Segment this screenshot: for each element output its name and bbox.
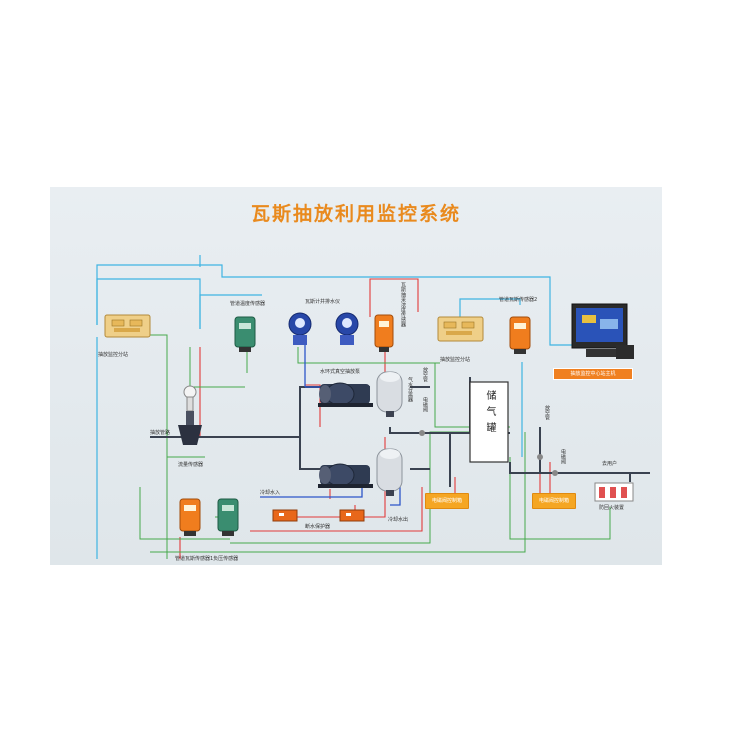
label-host: 抽放监控中心站主机 xyxy=(553,368,633,380)
label-solenoid-left: 电磁阀 xyxy=(422,397,428,412)
valves xyxy=(419,430,558,476)
storage-tank-device xyxy=(469,381,509,463)
bottom-sensor-2-device xyxy=(217,498,239,536)
label-water-in: 冷却水入 xyxy=(260,490,281,496)
gas-meter-2-device xyxy=(335,312,359,345)
substation-left-device xyxy=(104,314,151,338)
label-tank: 储气罐 xyxy=(484,390,495,438)
host-computer-device xyxy=(571,303,634,359)
label-pipe-gas-2: 管道瓦斯传感器2 xyxy=(499,297,538,303)
label-pump-top: 水环式真空抽放泵 xyxy=(320,369,361,375)
label-solenoid-right: 电磁阀 xyxy=(560,449,566,464)
label-substation-left: 抽放监控分站 xyxy=(98,352,129,358)
water-protector-1-device xyxy=(272,509,298,522)
label-flow-sensor: 流量传感器 xyxy=(178,462,204,468)
label-substation-right: 抽放监控分站 xyxy=(440,357,471,363)
label-separator-top: 气水分离器 xyxy=(407,377,413,402)
pipe-gas-sensor-2-device xyxy=(509,316,531,354)
gas-meter-1-device xyxy=(288,312,312,345)
vacuum-pump-2-device xyxy=(318,463,373,488)
flow-meter-device xyxy=(178,385,202,445)
label-to-user: 去用户 xyxy=(602,461,618,467)
bottom-sensor-1-device xyxy=(179,498,201,536)
label-vent-right: 放空管 xyxy=(544,405,550,420)
separator-1-device xyxy=(376,371,403,417)
label-water-out: 冷却水出 xyxy=(388,517,409,523)
label-pump-pipe: 抽放管路 xyxy=(150,430,171,436)
label-ctrl-right: 电磁阀控制箱 xyxy=(532,493,576,509)
label-pipe-temp: 管道温度传感器 xyxy=(230,301,266,307)
substation-right-device xyxy=(437,316,484,342)
vacuum-pump-1-device xyxy=(318,382,373,407)
separator-2-device xyxy=(376,448,403,496)
label-vertical-sensor: 瓦斯抽采浓度传感器 xyxy=(400,282,406,327)
label-water-protector: 断水保护器 xyxy=(305,524,331,530)
label-ctrl-left: 电磁阀控制箱 xyxy=(425,493,469,509)
diagram-title: 瓦斯抽放利用监控系统 xyxy=(250,203,461,225)
label-bottom-sensors: 管道瓦斯传感器1负压传感器 xyxy=(175,556,239,562)
label-flame-arrester: 防回火装置 xyxy=(599,505,625,511)
system-diagram xyxy=(96,255,650,559)
label-vent-pipe: 放空管 xyxy=(422,367,428,382)
vertical-sensor-device xyxy=(374,314,394,352)
pipe-temp-sensor-device xyxy=(234,316,256,352)
label-gas-meters: 瓦斯计井排水仪 xyxy=(305,299,341,305)
diagram-panel: 瓦斯抽放利用监控系统 抽放监控分站 管道温度传感器 瓦斯计井排水仪 瓦斯抽采浓度… xyxy=(50,187,662,565)
flame-arrester-device xyxy=(594,482,634,502)
water-protector-2-device xyxy=(339,509,365,522)
